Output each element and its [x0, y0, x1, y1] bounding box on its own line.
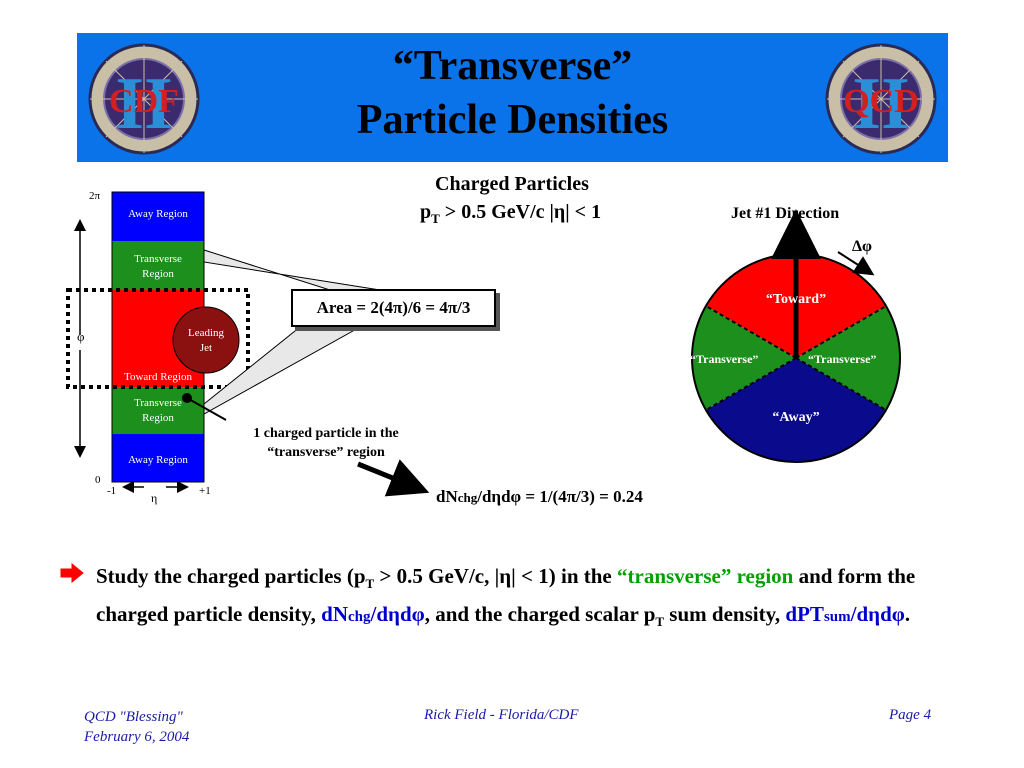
qcd-logo-icon: II QCD: [825, 43, 937, 155]
away-region-bottom-label: Away Region: [128, 454, 188, 466]
svg-text:II: II: [115, 63, 173, 145]
svg-text:CDF: CDF: [109, 83, 179, 120]
pie-toward-label: “Toward”: [765, 292, 827, 307]
pie-away-sector: [705, 358, 887, 462]
jet-direction-label: Jet #1 Direction: [731, 205, 840, 222]
delta-phi-label: Δφ: [852, 238, 873, 255]
pie-transverse-left-label: “Transverse”: [690, 352, 759, 366]
delta-phi-arrow: [837, 251, 875, 276]
minus-one-label: -1: [107, 485, 117, 497]
phi-axis-label: φ: [77, 329, 85, 344]
pie-transverse-left-sector: [692, 306, 796, 410]
area-formula-box: Area = 2(4π)/6 = 4π/3: [291, 289, 496, 327]
footer-left: QCD "Blessing"February 6, 2004: [84, 709, 190, 745]
particle-note: 1 charged particle in the“transverse” re…: [253, 426, 399, 460]
two-pi-label: 2π: [89, 190, 101, 202]
toward-dotted-box: [66, 288, 250, 389]
charged-particles-heading: Charged Particles: [435, 173, 589, 195]
away-region-top-label: Away Region: [128, 208, 188, 220]
title-banner: II CDF “Transverse” Particle Densities I…: [77, 33, 948, 162]
page-title: “Transverse” Particle Densities: [77, 39, 948, 147]
pie-sector-divider: [705, 305, 797, 359]
transverse-region-top: [112, 241, 204, 290]
density-result: dNchg/dηdφ = 1/(4π/3) = 0.24: [436, 487, 643, 506]
away-region-top: [112, 192, 204, 241]
svg-text:II: II: [852, 63, 910, 145]
area-callout-wedge-2: [203, 326, 362, 415]
pie-transverse-right-label: “Transverse”: [808, 352, 877, 366]
pie-transverse-right-sector: [796, 306, 900, 410]
title-line-2: Particle Densities: [356, 97, 669, 143]
footer-page-number: Page 4: [889, 707, 932, 723]
kinematic-cut: pT > 0.5 GeV/c |η| < 1: [420, 201, 602, 226]
title-line-1: “Transverse”: [392, 43, 633, 89]
cdf-logo-icon: II CDF: [88, 43, 200, 155]
bullet-arrow-icon: [60, 563, 84, 583]
pie-away-label: “Away”: [772, 410, 820, 425]
pie-sector-divider: [795, 357, 887, 411]
bullet-text: Study the charged particles (pT > 0.5 Ge…: [96, 564, 916, 630]
away-region-bottom: [112, 434, 204, 482]
pie-sector-divider: [795, 305, 887, 359]
footer-center: Rick Field - Florida/CDF: [424, 707, 579, 723]
eta-axis-label: η: [151, 491, 158, 505]
leading-jet-circle: [172, 306, 240, 374]
pie-sector-divider: [705, 357, 797, 411]
plus-one-label: +1: [199, 485, 211, 497]
zero-label: 0: [95, 474, 101, 486]
svg-text:QCD: QCD: [843, 83, 919, 120]
toward-region-label: Toward Region: [124, 371, 192, 383]
